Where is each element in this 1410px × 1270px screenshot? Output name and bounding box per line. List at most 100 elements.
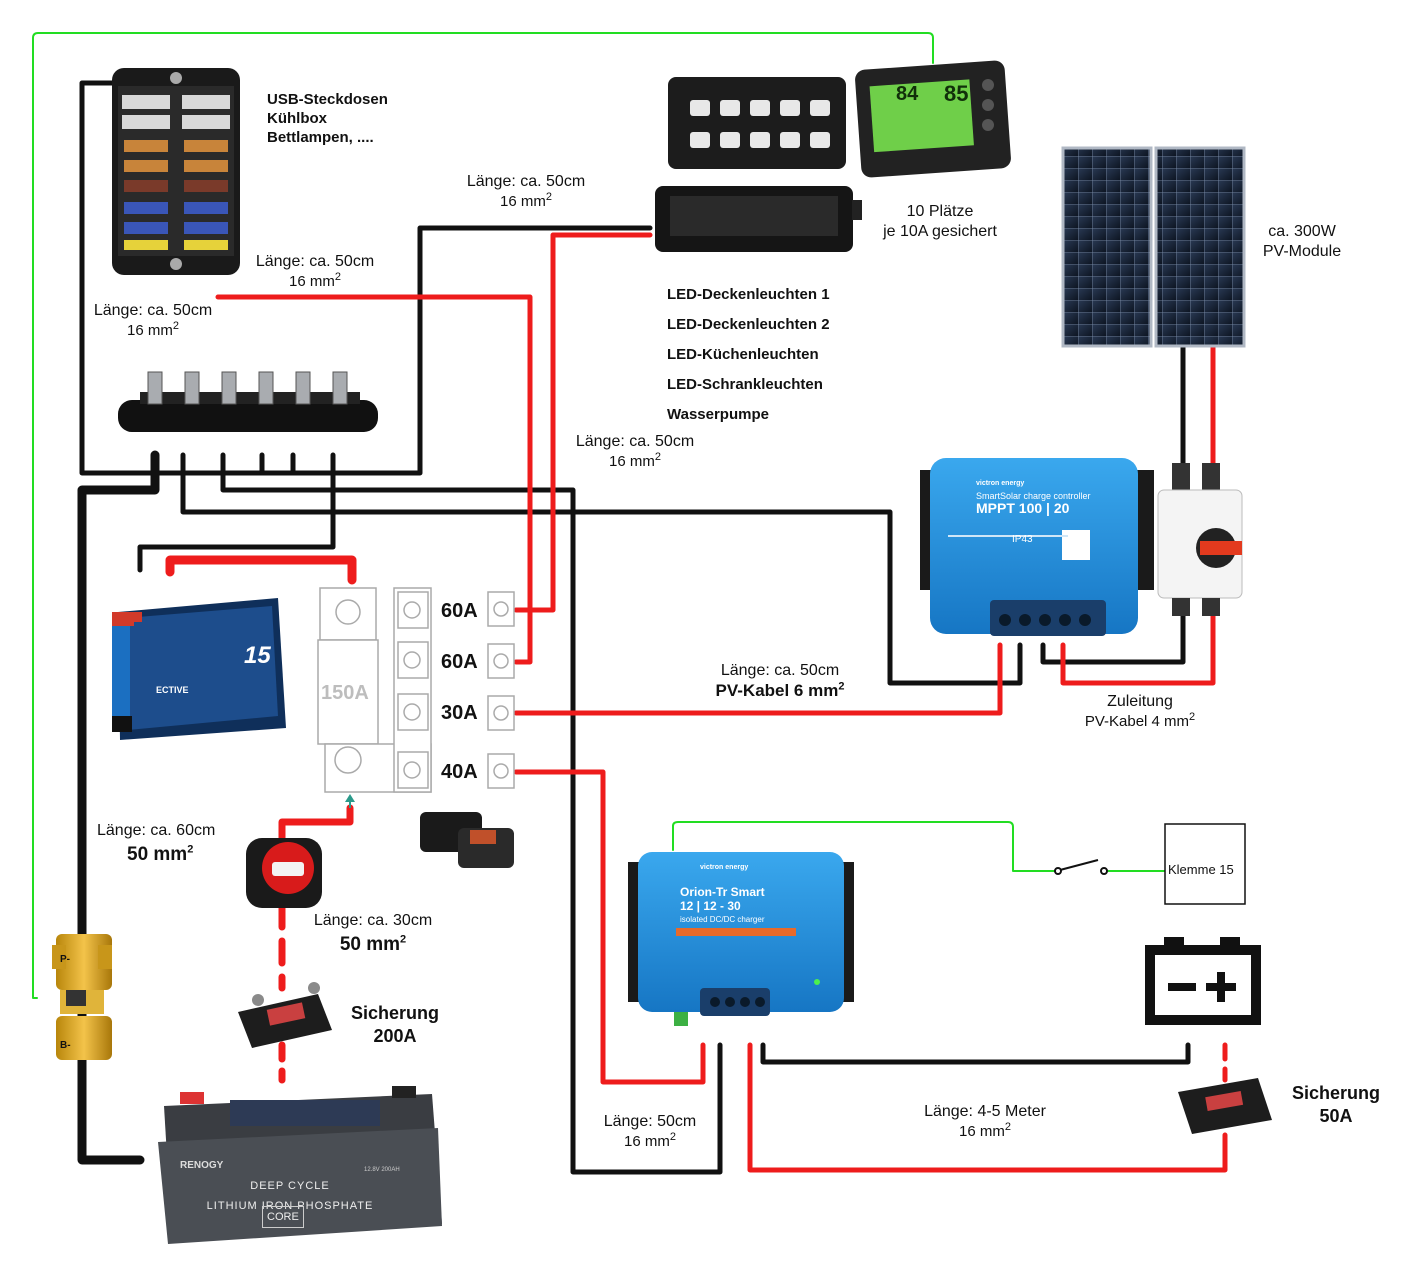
klemme-box <box>1164 823 1246 905</box>
cable-main-30: Länge: ca. 30cm 50 mm2 <box>300 911 446 955</box>
red-main-switch <box>278 804 354 847</box>
fuse-2-label: 60A <box>441 651 478 673</box>
black-busbar-inverter <box>137 452 336 573</box>
load-list: LED-Deckenleuchten 1 LED-Deckenleuchten … <box>667 280 830 430</box>
red-fusebox <box>215 294 533 665</box>
red-pv <box>1060 612 1216 686</box>
black-busbar-mppt <box>180 452 1023 686</box>
orion-model-line1: Orion-Tr Smart <box>680 885 765 899</box>
mppt-device <box>920 458 1154 636</box>
cable-orion-in-section: 16 mm <box>624 1133 670 1150</box>
load-item-2: LED-Deckenleuchten 2 <box>667 316 830 333</box>
cable-main-60: Länge: ca. 60cm 50 mm2 <box>97 821 215 865</box>
cable-fusebox-left: Länge: ca. 50cm 16 mm2 <box>80 301 226 341</box>
load-item-4: LED-Schrankleuchten <box>667 376 823 393</box>
orion-brand: victron energy <box>700 864 749 871</box>
green-wire-monitor <box>32 32 934 999</box>
fuse-holder-small <box>420 812 514 868</box>
fuse-1-label: 60A <box>441 600 478 622</box>
cable-orion-in-length: Länge: 50cm <box>603 1113 697 1130</box>
battery-badge: CORE <box>262 1206 304 1228</box>
fuse-box-title: USB-Steckdosen Kühlbox Bettlampen, .... <box>267 90 388 147</box>
green-wire-ignition <box>672 821 1056 872</box>
cable-fusebox-left-length: Länge: ca. 50cm <box>93 302 213 319</box>
controller-box <box>655 186 862 252</box>
cable-main-60-sup: 2 <box>187 843 194 856</box>
pv-label: ca. 300W PV-Module <box>1238 222 1366 262</box>
battery-switch <box>246 838 322 908</box>
cable-controller-black: Länge: ca. 50cm 16 mm2 <box>456 172 596 212</box>
mppt-product: SmartSolar charge controller <box>976 491 1091 501</box>
red-mppt <box>513 642 1003 716</box>
cable-pv-sup: 2 <box>838 680 845 693</box>
cable-pv-section: PV-Kabel 6 mm <box>715 681 839 700</box>
battery-monitor <box>855 60 1011 178</box>
load-item-3: LED-Küchenleuchten <box>667 346 819 363</box>
cable-main-30-section: 50 mm <box>339 934 401 955</box>
red-inverter <box>165 555 357 585</box>
pv-feed: Zuleitung PV-Kabel 4 mm2 <box>1060 692 1220 732</box>
main-battery <box>158 1086 442 1244</box>
fuse-200-line2: 200A <box>373 1026 417 1046</box>
cable-fusebox-top-length: Länge: ca. 50cm <box>255 253 375 270</box>
controller-places-line1: 10 Plätze <box>906 203 974 220</box>
cable-fusebox-top-section: 16 mm <box>289 273 335 290</box>
fuse-200-label: Sicherung 200A <box>335 1002 455 1048</box>
fuse-arrow <box>345 794 355 808</box>
orion-device <box>628 852 854 1026</box>
fuse-box-title-line2: Kühlbox <box>267 110 327 127</box>
controller-places-line2: je 10A gesichert <box>883 223 997 240</box>
cable-main-60-length: Länge: ca. 60cm <box>97 822 216 839</box>
cable-controller-red-length: Länge: ca. 50cm <box>575 433 695 450</box>
cable-orion-out-section: 16 mm <box>959 1123 1005 1140</box>
inverter <box>112 598 286 740</box>
cable-orion-out: Länge: 4-5 Meter 16 mm2 <box>905 1102 1065 1142</box>
inverter-model: 15 <box>244 642 271 669</box>
cable-orion-out-length: Länge: 4-5 Meter <box>924 1103 1046 1120</box>
controller-places: 10 Plätze je 10A gesichert <box>870 202 1010 242</box>
monitor-percent: 85 <box>944 81 969 106</box>
cable-pv: Länge: ca. 50cm PV-Kabel 6 mm2 <box>700 661 860 701</box>
orion-model-line3: isolated DC/DC charger <box>680 915 765 924</box>
cable-orion-in: Länge: 50cm 16 mm2 <box>580 1112 720 1152</box>
cable-orion-out-sup: 2 <box>1004 1121 1011 1133</box>
fuse-50a <box>1178 1078 1272 1134</box>
fuse-block <box>317 587 515 793</box>
black-pv-neg <box>1040 612 1186 665</box>
fuse-50-line2: 50A <box>1319 1106 1353 1126</box>
battery-icon <box>1145 937 1261 1025</box>
black-short2 <box>290 452 336 476</box>
svg-text:B-: B- <box>60 1040 71 1051</box>
switch-panel <box>668 77 846 169</box>
klemme-label: Klemme 15 <box>1168 862 1234 877</box>
cable-fusebox-top: Länge: ca. 50cm 16 mm2 <box>242 252 388 292</box>
fuse-50-line1: Sicherung <box>1291 1083 1380 1103</box>
pv-label-line2: PV-Module <box>1262 243 1342 260</box>
black-busbar-battery <box>77 450 160 1165</box>
cable-controller-black-length: Länge: ca. 50cm <box>466 173 586 190</box>
cable-controller-red-section: 16 mm <box>609 453 655 470</box>
fuse-3-label: 30A <box>441 702 478 724</box>
black-fusebox-busbar <box>79 80 653 476</box>
cable-orion-in-sup: 2 <box>669 1131 676 1143</box>
inverter-brand: ECTIVE <box>156 685 189 695</box>
pv-label-line1: ca. 300W <box>1268 223 1336 240</box>
fuse-box-title-line1: USB-Steckdosen <box>267 91 388 108</box>
orion-model: Orion-Tr Smart 12 | 12 - 30 isolated DC/… <box>680 885 765 927</box>
mppt-brand: victron energy <box>976 480 1025 487</box>
pv-feed-cable: PV-Kabel 4 mm <box>1084 713 1190 730</box>
red-orion-out <box>747 1042 1228 1173</box>
shunt: B- P- <box>52 934 112 1060</box>
pv-feed-label: Zuleitung <box>1107 693 1173 710</box>
cable-controller-red: Länge: ca. 50cm 16 mm2 <box>562 432 708 472</box>
cable-main-60-section: 50 mm <box>127 844 188 865</box>
pv-modules <box>1061 146 1246 348</box>
black-orion-aux <box>760 1042 1191 1065</box>
load-item-5: Wasserpumpe <box>667 406 769 423</box>
battery-spec: 12.8V 200AH <box>364 1167 400 1173</box>
red-controller <box>513 232 653 613</box>
fuse-box-title-line3: Bettlampen, .... <box>267 129 374 146</box>
mppt-model: MPPT 100 | 20 <box>976 500 1070 516</box>
mppt-ip: IP43 <box>1012 534 1033 545</box>
